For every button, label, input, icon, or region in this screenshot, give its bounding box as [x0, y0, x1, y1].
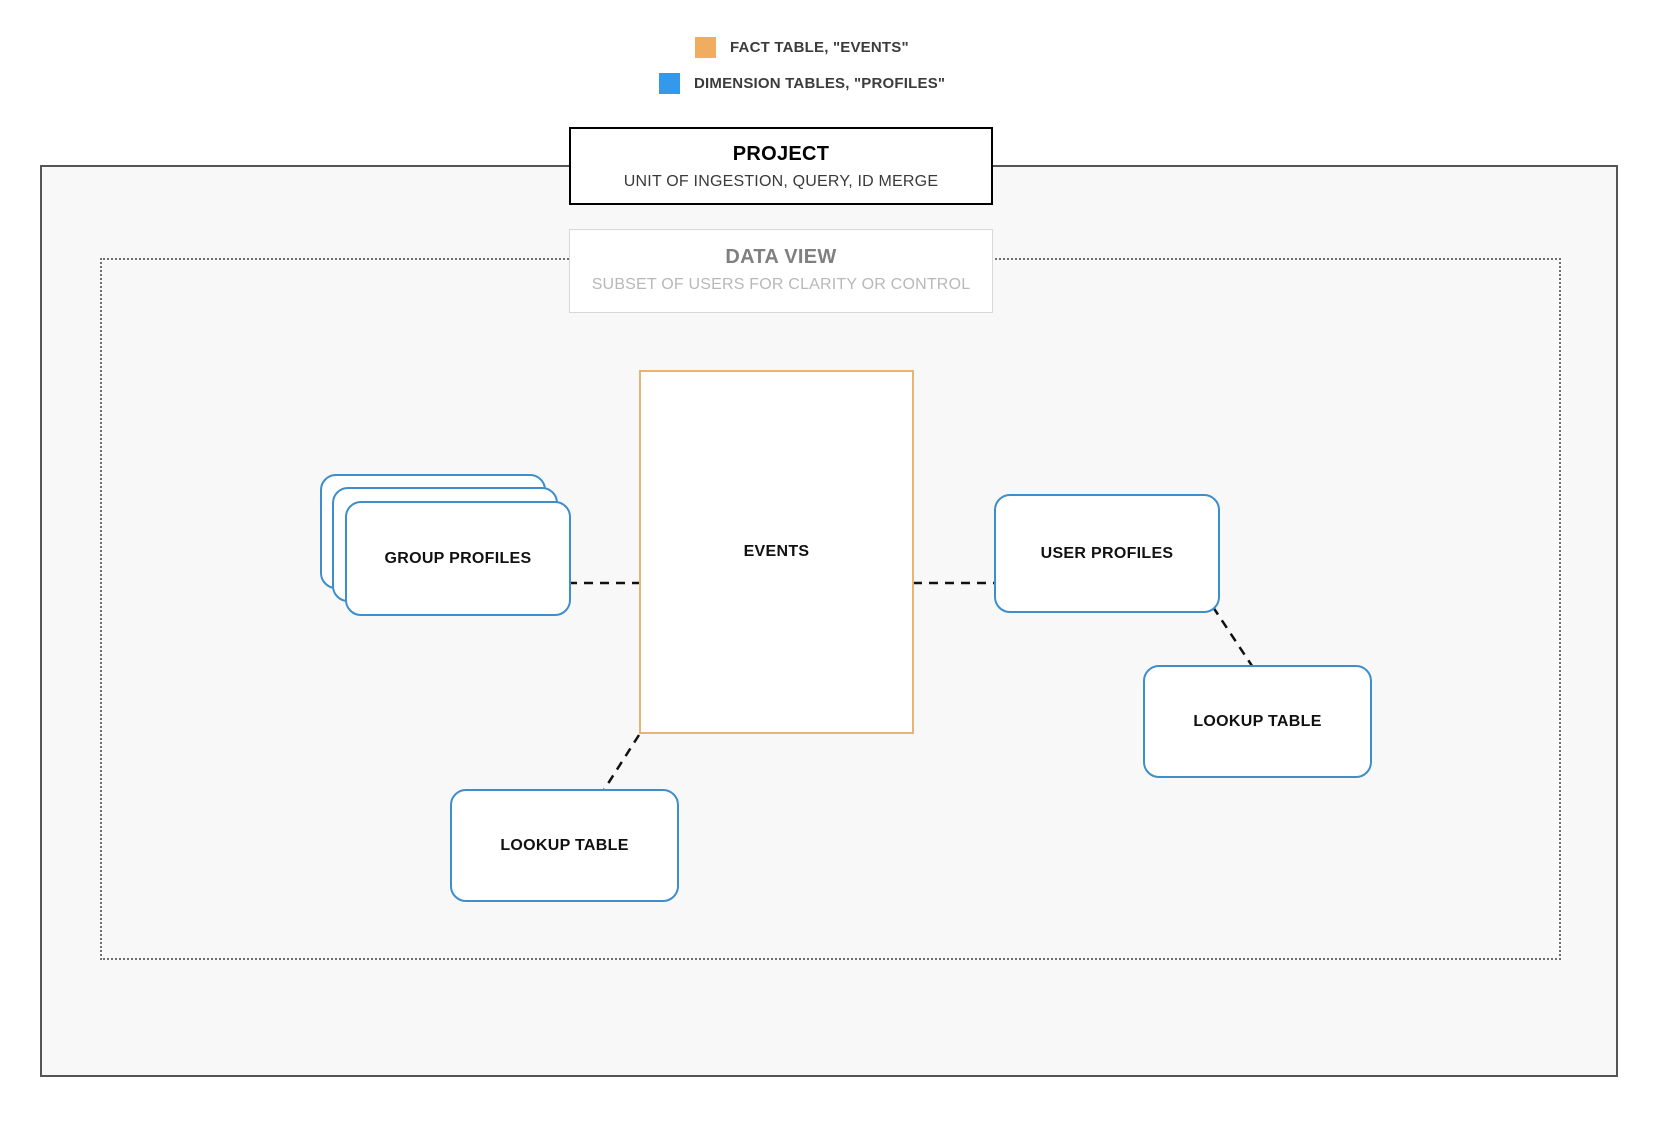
project-subtitle: UNIT OF INGESTION, QUERY, ID MERGE: [623, 173, 939, 190]
node-lookup-table-left-label: LOOKUP TABLE: [500, 836, 629, 854]
blue-square-swatch: [659, 73, 680, 94]
project-header-box: PROJECT UNIT OF INGESTION, QUERY, ID MER…: [569, 127, 993, 205]
node-group-profiles[interactable]: GROUP PROFILES: [320, 474, 571, 616]
orange-square-swatch: [695, 37, 716, 58]
node-lookup-table-right[interactable]: LOOKUP TABLE: [1143, 665, 1372, 778]
legend-label-dimension-tables: DIMENSION TABLES, "PROFILES": [694, 75, 946, 92]
node-lookup-table-right-label: LOOKUP TABLE: [1193, 712, 1322, 730]
node-user-profiles-label: USER PROFILES: [1040, 544, 1174, 562]
node-group-profiles-label: GROUP PROFILES: [384, 549, 532, 567]
data-view-subtitle: SUBSET OF USERS FOR CLARITY OR CONTROL: [591, 276, 971, 293]
node-lookup-table-left[interactable]: LOOKUP TABLE: [450, 789, 679, 902]
legend-item-dimension-tables: DIMENSION TABLES, "PROFILES": [659, 73, 945, 94]
legend-label-fact-table: FACT TABLE, "EVENTS": [730, 39, 909, 56]
data-view-title: DATA VIEW: [725, 246, 837, 268]
data-view-header-box: DATA VIEW SUBSET OF USERS FOR CLARITY OR…: [569, 229, 993, 313]
node-events[interactable]: EVENTS: [639, 370, 914, 734]
group-profiles-card-front[interactable]: GROUP PROFILES: [345, 501, 571, 616]
project-title: PROJECT: [732, 143, 830, 165]
node-events-label: EVENTS: [743, 543, 810, 560]
node-user-profiles[interactable]: USER PROFILES: [994, 494, 1220, 613]
legend-item-fact-table: FACT TABLE, "EVENTS": [695, 37, 909, 58]
